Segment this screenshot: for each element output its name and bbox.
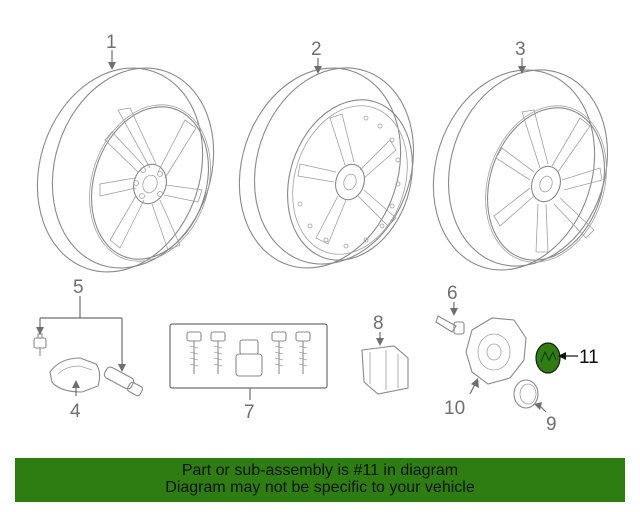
- callout-9: 9: [546, 414, 557, 435]
- banner-line-2: Diagram may not be specific to your vehi…: [165, 479, 475, 496]
- wheel-2[interactable]: [214, 47, 438, 289]
- bracket[interactable]: [361, 345, 409, 395]
- center-cap-bolt[interactable]: [435, 315, 465, 335]
- callout-7: 7: [244, 402, 255, 423]
- lock-bolt-kit[interactable]: [169, 323, 328, 389]
- callout-5: 5: [73, 277, 84, 298]
- callout-3: 3: [515, 39, 526, 60]
- callout-1: 1: [106, 32, 117, 53]
- callout-4: 4: [70, 401, 81, 422]
- callout-11: 11: [579, 347, 599, 368]
- hub-cover[interactable]: [465, 317, 527, 385]
- callout-2: 2: [311, 39, 322, 60]
- callout-6: 6: [447, 283, 458, 304]
- banner-line-1: Part or sub-assembly is #11 in diagram: [181, 462, 459, 479]
- wheel-1[interactable]: [12, 46, 239, 293]
- center-cap-11-highlighted[interactable]: [535, 342, 561, 374]
- info-banner: Part or sub-assembly is #11 in diagram D…: [15, 458, 625, 502]
- callout-10: 10: [444, 398, 465, 419]
- tpms-bolt[interactable]: [33, 333, 47, 356]
- wheel-3[interactable]: [408, 49, 632, 291]
- tpms-sensor[interactable]: [49, 357, 101, 393]
- tpms-valve[interactable]: [103, 366, 144, 397]
- cap-9[interactable]: [513, 379, 539, 409]
- callout-8: 8: [373, 313, 384, 334]
